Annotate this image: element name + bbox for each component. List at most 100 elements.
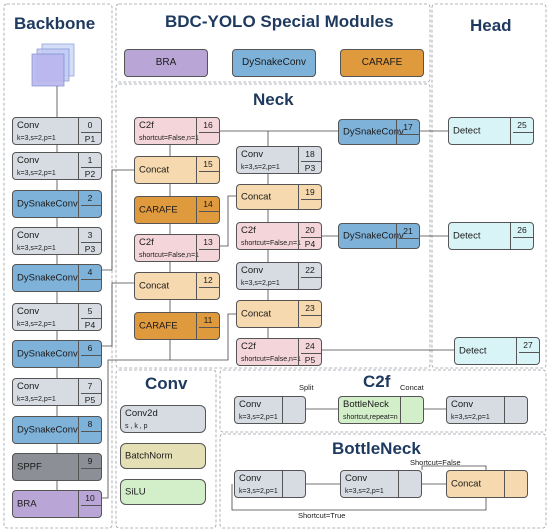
- node-name: Conv: [17, 381, 40, 392]
- neck-node-24: C2f shortcut=False,n=1 24 P5: [236, 338, 322, 366]
- node-name: Conv: [17, 230, 40, 241]
- node-params: shortcut=False,n=1: [139, 252, 199, 259]
- neck-node-17: DySnakeConv 17: [338, 119, 420, 145]
- c2f-section-title: C2f: [363, 372, 391, 391]
- node-params: k=3,s=2,p=1: [17, 135, 56, 142]
- special-frame: [115, 3, 431, 83]
- node-level: P5: [84, 395, 96, 405]
- node-index: 23: [305, 303, 315, 313]
- bottleneck-conv-a-params: k=3,s=2,p=1: [239, 488, 278, 495]
- node-index: 10: [85, 493, 95, 503]
- node-index: 3: [87, 230, 93, 240]
- node-index: 7: [87, 381, 93, 391]
- node-name: BRA: [17, 498, 37, 510]
- head-node-25: Detect 25: [448, 117, 534, 145]
- neck-node-14: CARAFE 14: [134, 196, 220, 224]
- batchnorm-label: BatchNorm: [125, 450, 173, 462]
- node-index: 22: [305, 265, 315, 275]
- link-n10-n23: [170, 313, 236, 361]
- conv2d-label: Conv2d: [125, 408, 158, 419]
- bottleneck-conv-b-label: Conv: [345, 473, 368, 484]
- node-name: DySnakeConv: [343, 230, 404, 242]
- node-params: k=3,s=2,p=1: [17, 245, 56, 252]
- neck-node-19: Concat 19: [236, 184, 322, 210]
- neck-frame: [115, 83, 431, 369]
- c2f-conv-a-params: k=3,s=2,p=1: [239, 414, 278, 421]
- neck-node-13: C2f shortcut=False,n=1 13: [134, 234, 220, 262]
- node-index: 0: [87, 120, 93, 130]
- bottleneck-conv-a: Conv k=3,s=2,p=1: [234, 470, 306, 498]
- node-params: k=3,s=2,p=1: [17, 321, 56, 328]
- node-name: Conv: [241, 265, 264, 276]
- node-name: Conv: [241, 149, 264, 160]
- node-name: Concat: [139, 164, 170, 176]
- node-name: CARAFE: [139, 320, 178, 332]
- backbone-node-0: Conv k=3,s=2,p=1 0 P1: [12, 117, 102, 145]
- node-index: 13: [203, 237, 213, 247]
- node-index: 25: [517, 120, 527, 130]
- backbone-node-5: Conv k=3,s=2,p=1 5 P4: [12, 303, 102, 331]
- c2f-conv-b-label: Conv: [451, 399, 474, 410]
- node-index: 15: [203, 159, 213, 169]
- bottleneck-section-title: BottleNeck: [332, 439, 421, 458]
- node-index: 2: [87, 193, 93, 203]
- node-level: P3: [304, 163, 316, 173]
- node-params: k=3,s=2,p=1: [17, 170, 56, 177]
- neck-node-15: Concat 15: [134, 156, 220, 184]
- node-name: DySnakeConv: [343, 126, 404, 138]
- c2f-frame: [219, 369, 547, 433]
- node-name: Conv: [17, 120, 40, 131]
- c2f-conv-b-params: k=3,s=2,p=1: [451, 414, 490, 421]
- silu-block: SiLU: [120, 479, 206, 505]
- c2f-conv-b: Conv k=3,s=2,p=1: [446, 396, 528, 424]
- node-name: Concat: [241, 308, 272, 320]
- conv2d-block: Conv2d s , k , p: [120, 405, 206, 433]
- node-params: k=3,s=2,p=1: [17, 396, 56, 403]
- input-image-icon: [31, 43, 75, 87]
- silu-label: SiLU: [125, 486, 146, 498]
- backbone-node-8: DySnakeConv 8: [12, 416, 102, 444]
- node-index: 18: [305, 149, 315, 159]
- neck-node-22: Conv k=3,s=2,p=1 22: [236, 262, 322, 290]
- head-node-27: Detect 27: [454, 337, 540, 365]
- node-level: P4: [304, 239, 316, 249]
- node-level: P1: [84, 134, 96, 144]
- legend-dysnakeconv: DySnakeConv: [232, 49, 316, 77]
- node-params: k=3,s=2,p=1: [241, 280, 280, 287]
- node-level: P2: [84, 169, 96, 179]
- node-name: DySnakeConv: [17, 424, 78, 436]
- node-params: shortcut=False,n=1: [241, 356, 301, 363]
- node-name: DySnakeConv: [17, 348, 78, 360]
- node-params: shortcut=False,n=1: [241, 240, 301, 247]
- bottleneck-frame: [219, 433, 547, 529]
- node-name: C2f: [139, 237, 154, 248]
- neck-title: Neck: [253, 90, 294, 109]
- node-index: 12: [203, 275, 213, 285]
- node-index: 20: [305, 225, 315, 235]
- head-node-26: Detect 26: [448, 222, 534, 250]
- node-index: 27: [523, 340, 533, 350]
- node-params: k=3,s=2,p=1: [241, 164, 280, 171]
- neck-node-20: C2f shortcut=False,n=1 20 P4: [236, 222, 322, 250]
- shortcut-false-path: [421, 465, 487, 470]
- bottleneck-concat-label: Concat: [451, 478, 482, 490]
- backbone-node-6: DySnakeConv 6: [12, 340, 102, 368]
- node-index: 8: [87, 419, 93, 429]
- bottleneck-conv-b-params: k=3,s=2,p=1: [345, 488, 384, 495]
- bottleneck-conv-b: Conv k=3,s=2,p=1: [340, 470, 422, 498]
- node-name: C2f: [241, 225, 256, 236]
- conv2d-params: s , k , p: [125, 423, 148, 430]
- c2f-bottleneck-params: shortcut,repeat=n: [343, 414, 398, 421]
- neck-node-21: DySnakeConv 21: [338, 223, 420, 249]
- conv-frame: [115, 369, 217, 529]
- node-name: C2f: [139, 120, 154, 131]
- head-title: Head: [470, 16, 512, 35]
- split-label: Split: [299, 383, 314, 392]
- concat-label: Concat: [400, 383, 424, 392]
- node-index: 9: [87, 456, 93, 466]
- backbone-node-9: SPPF 9: [12, 453, 102, 481]
- node-name: Detect: [453, 230, 481, 242]
- link-n13-n19: [220, 195, 236, 247]
- neck-node-11: CARAFE 11: [134, 312, 220, 340]
- node-index: 21: [403, 226, 413, 236]
